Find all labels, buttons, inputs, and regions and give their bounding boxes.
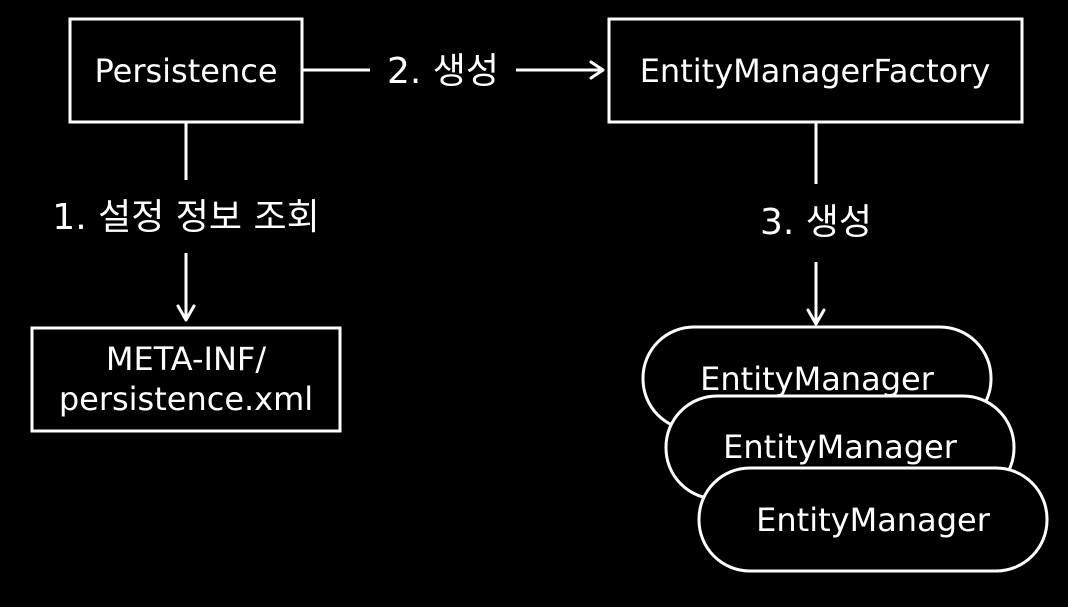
persistence-box [68, 17, 304, 124]
edge-step3: 3. 생성 [760, 122, 872, 326]
persistence-label: Persistence [94, 52, 277, 90]
entity-manager-factory-label: EntityManagerFactory [640, 52, 991, 90]
persistence-xml-box [30, 326, 342, 433]
edge-step3-arrowhead [806, 308, 826, 326]
entity-manager-label-1: EntityManager [700, 360, 935, 398]
edge-step2-arrowhead [589, 60, 605, 80]
entity-manager-stack: EntityManager EntityManager EntityManage… [641, 325, 1049, 573]
persistence-node: Persistence [68, 17, 304, 124]
edge-step1-arrowhead [176, 304, 196, 322]
edge-step3-label: 3. 생성 [760, 202, 872, 243]
entity-manager-factory-node: EntityManagerFactory [607, 17, 1024, 124]
entity-manager-label-2: EntityManager [723, 428, 958, 466]
edge-step2-label: 2. 생성 [387, 51, 499, 92]
entity-manager-node-3: EntityManager [697, 466, 1049, 573]
edge-step1: 1. 설정 정보 조회 [52, 122, 320, 322]
persistence-xml-label-line1: META-INF/ [106, 340, 266, 378]
edge-step1-label: 1. 설정 정보 조회 [52, 197, 319, 238]
entity-manager-label-3: EntityManager [756, 501, 991, 539]
persistence-xml-label-line2: persistence.xml [59, 380, 313, 418]
entity-manager-factory-box [607, 17, 1024, 124]
persistence-xml-node: META-INF/ persistence.xml [30, 326, 342, 433]
edge-step2: 2. 생성 [302, 51, 605, 92]
entity-manager-pill-3 [697, 466, 1049, 573]
